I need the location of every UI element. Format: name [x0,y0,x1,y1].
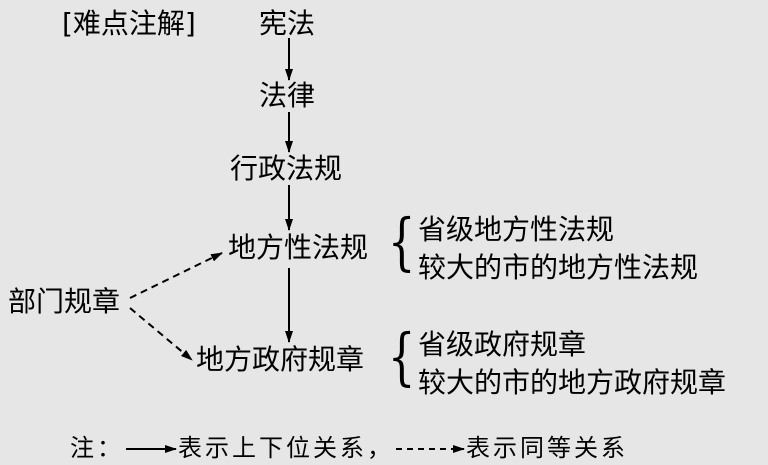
note-heading: [难点注解] [62,7,196,40]
legend: 注： 表示上下位关系， 表示同等关系 [70,428,628,463]
dashed-arrow-sample [396,445,465,453]
node-law: 法律 [259,79,316,112]
legend-prefix: 注： [70,434,124,462]
local-gov-rule-type: 较大的市的地方政府规章 [418,366,727,399]
node-constitution: 宪法 [259,7,316,40]
local-regulation-type: 省级地方性法规 [418,213,615,246]
local-gov-rule-type: 省级政府规章 [418,328,587,361]
dashed-arrow-dept-to-gov-rule [129,307,193,361]
node-local-gov-rule: 地方政府规章 [196,343,365,376]
node-dept-rule: 部门规章 [8,285,121,318]
node-local-regulation: 地方性法规 [228,231,369,264]
legend-dashed-meaning: 表示同等关系 [466,434,628,462]
solid-arrow-sample [126,445,177,453]
node-admin-regulation: 行政法规 [230,152,343,185]
dashed-arrow-dept-to-local-regulation [129,252,223,299]
local-regulation-type: 较大的市的地方性法规 [418,251,699,284]
brace-local-gov-rule: { [387,320,416,393]
brace-local-regulation: { [387,205,416,278]
legend-solid-meaning: 表示上下位关系， [178,434,394,462]
